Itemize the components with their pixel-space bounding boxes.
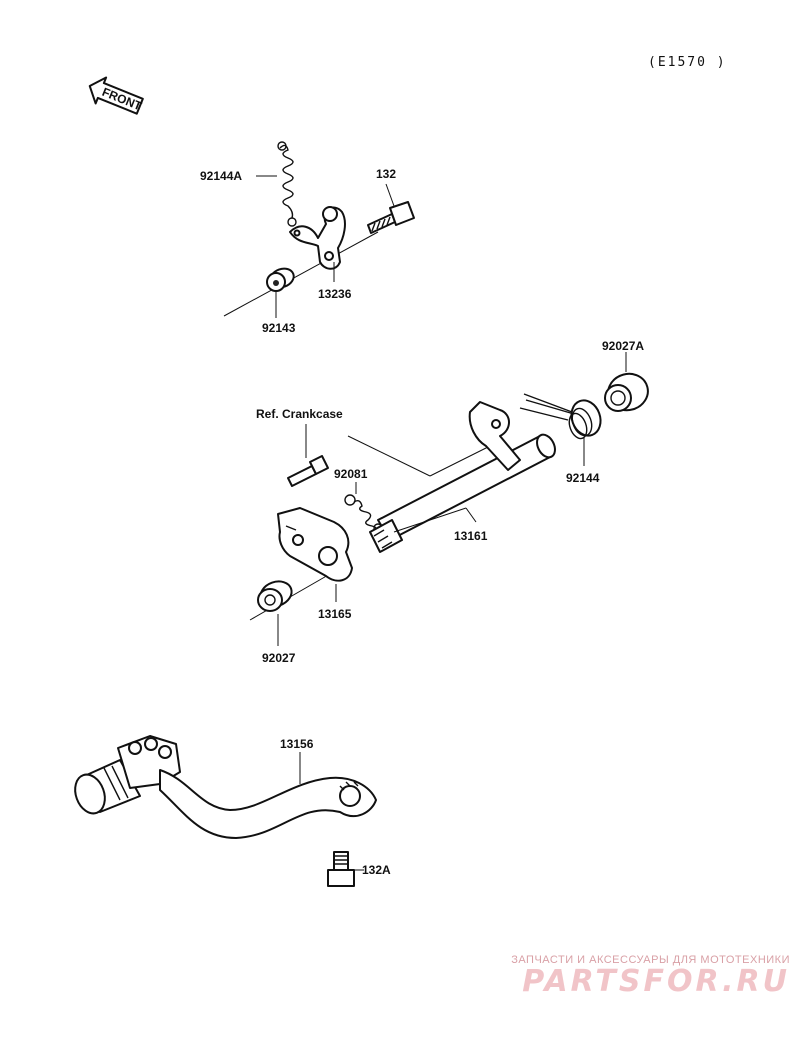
diagram-code: (E1570 ): [648, 55, 727, 70]
spring-92144A: [277, 141, 297, 227]
washer-92143: [266, 267, 295, 292]
bolt-132: [367, 201, 415, 234]
label-92027: 92027: [262, 651, 296, 665]
lever-13236: [289, 206, 346, 270]
label-92144: 92144: [566, 471, 600, 485]
label-132: 132: [376, 167, 396, 181]
label-92144A: 92144A: [200, 169, 242, 183]
label-132A: 132A: [362, 863, 391, 877]
collar-92027: [257, 580, 293, 612]
label-13165: 13165: [318, 607, 352, 621]
plate-13165: [277, 507, 353, 582]
reference-crankcase-label: Ref. Crankcase: [256, 407, 343, 421]
label-92027A: 92027A: [602, 339, 644, 353]
watermark-tagline: ЗАПЧАСТИ И АКСЕССУАРЫ ДЛЯ МОТОТЕХНИКИ: [511, 954, 790, 966]
pedal-13156: [74, 735, 377, 839]
collar-92027A: [604, 372, 649, 412]
spring-92081: [344, 494, 383, 535]
watermark-brand: PARTSFOR.RU: [522, 964, 790, 999]
watermark: ЗАПЧАСТИ И АКСЕССУАРЫ ДЛЯ МОТОТЕХНИКИ PA…: [511, 954, 790, 998]
label-13236: 13236: [318, 287, 352, 301]
front-label: FRONT: [100, 85, 144, 114]
front-arrow-icon: FRONT: [88, 76, 144, 115]
label-13156: 13156: [280, 737, 314, 751]
bolt-132A: [327, 851, 355, 887]
label-92143: 92143: [262, 321, 296, 335]
label-13161: 13161: [454, 529, 488, 543]
spring-92144: [519, 393, 602, 440]
label-92081: 92081: [334, 467, 368, 481]
shaft-13161: [369, 401, 556, 553]
ref-bolt: [287, 455, 329, 487]
